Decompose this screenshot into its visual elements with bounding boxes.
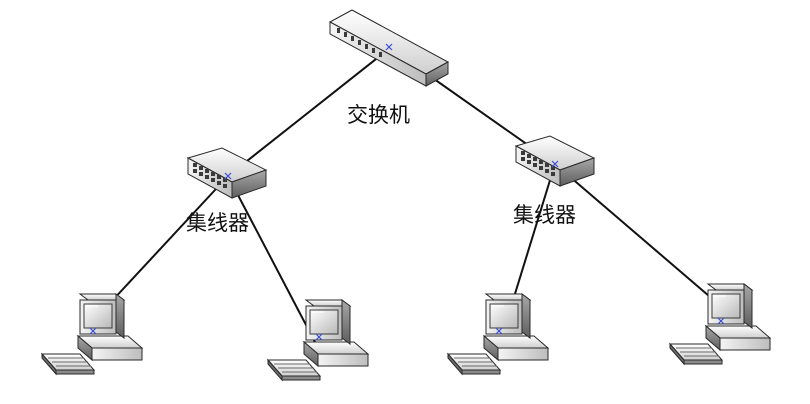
connection-lines [97,47,717,345]
hub-left-label: 集线器 [186,211,249,235]
desktop-computer-icon [447,293,549,375]
link-hub-left-pc2 [227,175,317,345]
desktop-computer-icon [267,299,369,381]
hub-right-label: 集线器 [513,203,576,227]
link-hub-right-pc3 [509,163,556,311]
link-switch-hub-left [227,47,391,177]
network-hub-icon [187,147,267,199]
network-switch-icon [328,9,450,87]
switch-label: 交换机 [347,103,410,127]
link-hub-left-pc1 [97,175,229,317]
desktop-computer-icon [669,283,771,365]
link-hub-right-pc4 [554,163,717,303]
network-hub-icon [515,135,595,187]
desktop-computer-icon [41,293,143,375]
